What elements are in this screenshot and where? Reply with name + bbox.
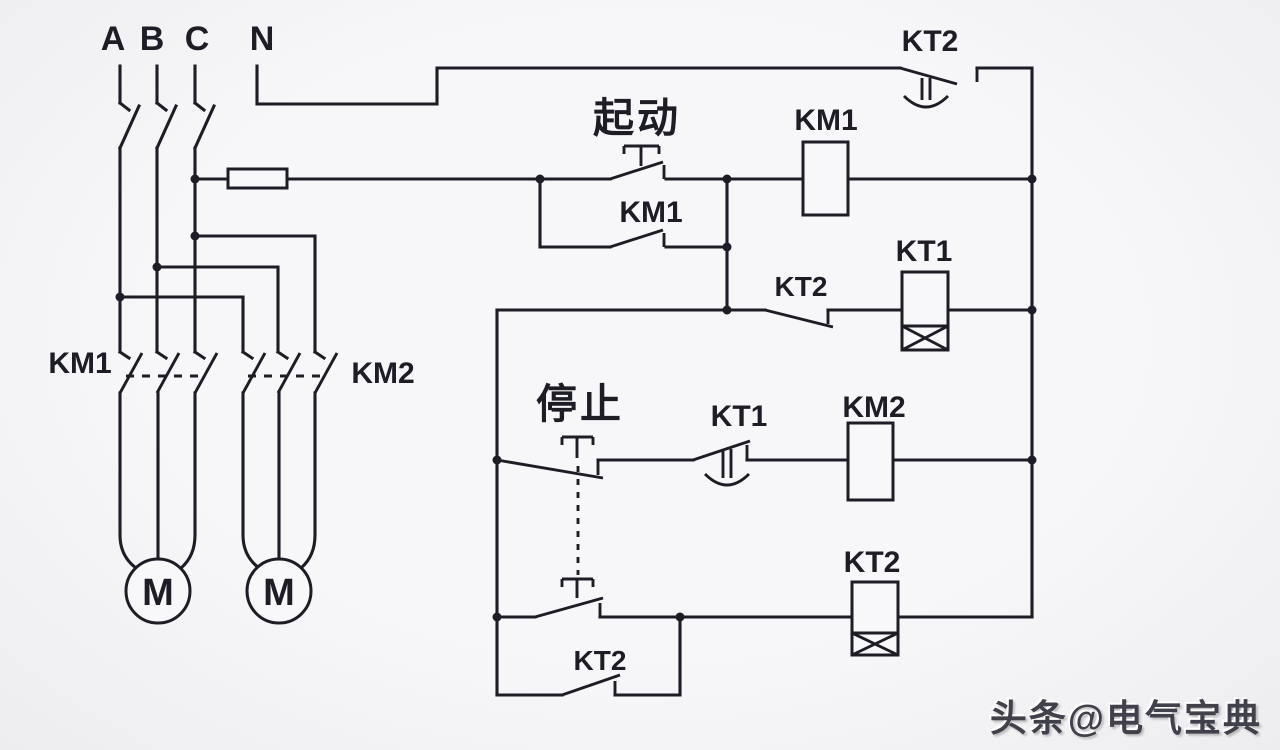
control-wiring <box>495 66 1034 697</box>
junction-dot <box>1027 455 1037 465</box>
phase-b-wire <box>154 64 179 361</box>
km1-aux-contact <box>609 228 666 249</box>
junction-dot <box>492 455 502 465</box>
motor-2: M <box>241 391 317 625</box>
km1-main-label: KM1 <box>48 347 111 380</box>
coil-body <box>900 270 950 328</box>
kt2-selfhold-label: KT2 <box>574 645 627 676</box>
phase-b-crossover-wire <box>155 265 290 361</box>
km1-aux-branch <box>538 177 729 312</box>
km2-coil <box>846 421 895 502</box>
km1-aux-label: KM1 <box>619 196 682 229</box>
delay-arc <box>902 94 950 109</box>
junction-dot <box>492 612 502 622</box>
contact-blade <box>609 160 664 181</box>
contact-blade <box>764 308 834 329</box>
contact-blade <box>534 596 604 619</box>
button-actuator <box>560 435 595 458</box>
coil-x-cross <box>851 631 899 657</box>
junction-dots <box>115 174 1037 622</box>
junction-dot <box>152 262 162 272</box>
kt2-delay-contact-top <box>899 66 979 109</box>
button-actuator <box>560 577 595 598</box>
km2-coil-label: KM2 <box>842 391 905 424</box>
kt1-coil <box>900 270 950 352</box>
motor1-circle <box>124 557 192 625</box>
neutral-line <box>255 64 902 106</box>
delay-arc <box>703 472 751 487</box>
kt2-selfhold-contact <box>561 673 621 697</box>
kt2-coil-label: KT2 <box>844 546 901 579</box>
contact-blade <box>118 352 219 394</box>
phase-c-wire <box>192 64 217 361</box>
kt1-coil-label: KT1 <box>896 235 953 268</box>
phase-b-label: B <box>140 20 165 58</box>
stop-pushbutton-nc <box>496 435 604 575</box>
kt2-nc-contact <box>764 308 834 329</box>
coil-x-cross <box>901 324 949 352</box>
contact-blade <box>561 673 621 697</box>
watermark: 头条@电气宝典 <box>989 698 1262 739</box>
junction-dot <box>722 242 732 252</box>
kt2-selfhold-row <box>495 615 682 697</box>
neutral-label: N <box>250 20 275 58</box>
kt1-delay-contact-label: KT1 <box>711 400 768 433</box>
phase-b-line <box>154 64 290 361</box>
delay-stem <box>920 78 932 100</box>
km2-main-contacts <box>241 352 339 394</box>
start-pushbutton <box>609 144 666 181</box>
contact-blade <box>692 439 751 462</box>
phase-c-crossover-wire <box>193 234 327 361</box>
phase-a-line <box>117 64 255 361</box>
kt2-top-contact-label: KT2 <box>902 25 959 58</box>
junction-dot <box>1027 174 1037 184</box>
contact-blade <box>496 458 604 480</box>
contact-blade <box>899 66 958 86</box>
junction-dot <box>115 292 125 302</box>
motor1-label: M <box>142 572 174 614</box>
stop-button-label: 停止 <box>536 381 624 427</box>
motor-1: M <box>118 391 197 625</box>
phase-c-label: C <box>185 20 210 58</box>
coil-body <box>846 421 895 502</box>
contact-blade <box>609 228 664 249</box>
km1-coil <box>801 140 850 217</box>
junction-dot <box>535 174 545 184</box>
kt1-delay-contact <box>692 439 751 487</box>
kt2-nc-contact-label: KT2 <box>775 271 828 302</box>
stop-pushbutton-no <box>534 577 604 619</box>
start-button-label: 起动 <box>593 95 681 141</box>
coil-body <box>850 580 900 635</box>
fuse-symbol <box>193 167 612 190</box>
motor1-wires <box>118 391 197 571</box>
phase-c-line <box>192 64 327 361</box>
kt2-coil <box>850 580 900 657</box>
km2-main-label: KM2 <box>351 357 414 390</box>
km1-coil-label: KM1 <box>794 104 857 137</box>
junction-dot <box>190 174 200 184</box>
junction-dot <box>675 612 685 622</box>
coil-body <box>801 140 850 217</box>
motor2-label: M <box>263 572 295 614</box>
motor2-wires <box>241 391 317 571</box>
junction-dot <box>190 231 200 241</box>
junction-dot <box>1027 305 1037 315</box>
phase-a-crossover-wire <box>118 295 255 361</box>
junction-dot <box>722 305 732 315</box>
phase-a-label: A <box>101 20 126 58</box>
motor2-circle <box>245 557 313 625</box>
right-rail <box>975 66 1034 619</box>
km1-main-contacts <box>118 352 219 394</box>
phase-a-wire <box>117 64 142 361</box>
fuse-body <box>226 167 289 190</box>
delay-stem <box>721 449 733 478</box>
button-actuator <box>622 144 661 166</box>
contact-blade <box>241 352 339 394</box>
junction-dot <box>722 174 732 184</box>
neutral-wire <box>255 64 902 106</box>
